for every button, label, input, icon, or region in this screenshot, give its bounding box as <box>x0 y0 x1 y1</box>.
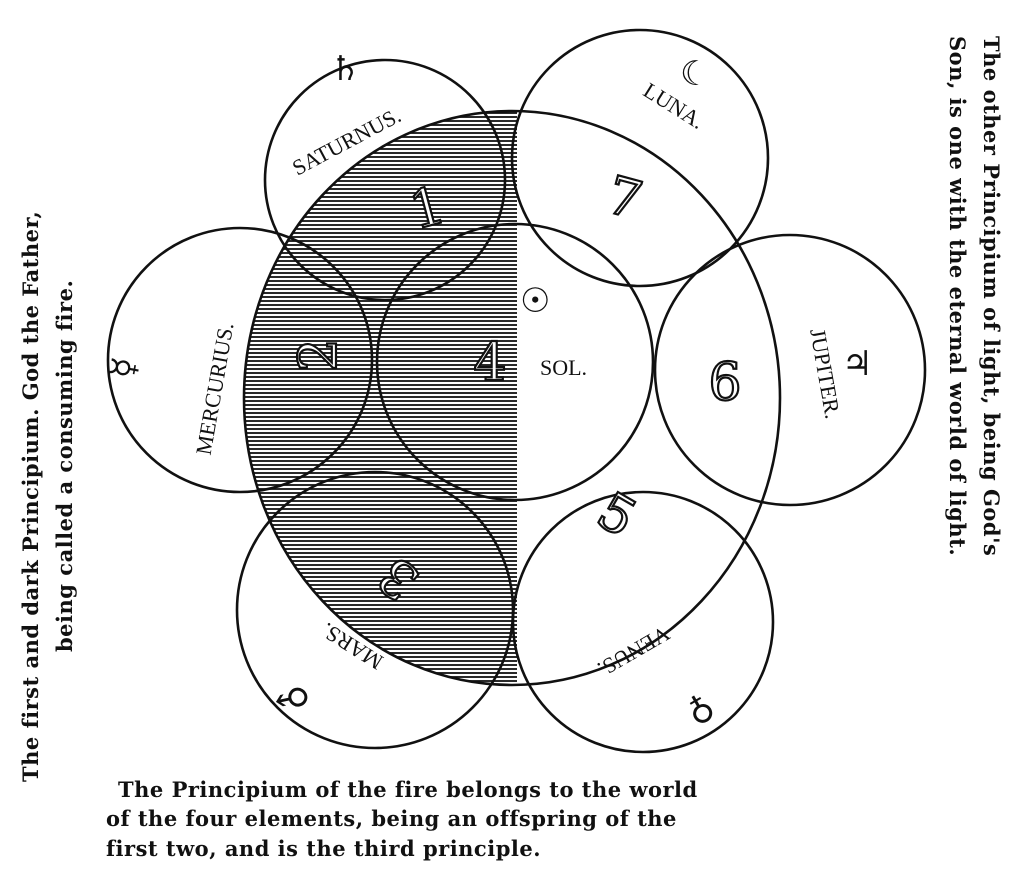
circle-mercurius <box>106 226 374 494</box>
circle-luna <box>510 28 770 288</box>
great-ellipse <box>242 109 782 687</box>
numeral-2: 2 <box>289 338 349 371</box>
numeral-4: 4 <box>473 333 506 393</box>
label-venus: VENUS. <box>593 621 674 682</box>
circle-saturnus <box>263 58 507 302</box>
circle-sol <box>375 222 655 502</box>
numeral-7: 7 <box>601 165 648 232</box>
right-side-text-line2: Son, is one with the eternal world of li… <box>945 36 970 556</box>
right-side-text-line1: The other Principium of light, being God… <box>979 36 1004 556</box>
label-mercurius: MERCURIUS. <box>191 321 239 457</box>
label-sol: SOL. <box>540 355 587 380</box>
label-jupiter: JUPITER. <box>805 327 845 421</box>
sun-symbol-icon: ☉ <box>520 281 550 321</box>
left-side-text-line2: being called a consuming fire. <box>52 280 77 652</box>
caption-line1: The Principium of the fire belongs to th… <box>118 777 698 802</box>
circle-venus <box>511 490 775 754</box>
moon-symbol-icon: ☾ <box>680 54 710 94</box>
caption-line3: first two, and is the third principle. <box>106 836 541 861</box>
left-side-text-line1: The first and dark Principium. God the F… <box>18 211 43 782</box>
saturn-symbol-icon: ♄ <box>330 49 360 89</box>
circle-jupiter <box>653 233 927 507</box>
venus-symbol-icon: ♀ <box>680 686 722 733</box>
caption-line2: of the four elements, being an offspring… <box>106 806 677 831</box>
mars-symbol-icon: ♂ <box>271 672 318 722</box>
numeral-6: 6 <box>708 353 741 413</box>
jupiter-symbol-icon: ♃ <box>842 344 872 384</box>
